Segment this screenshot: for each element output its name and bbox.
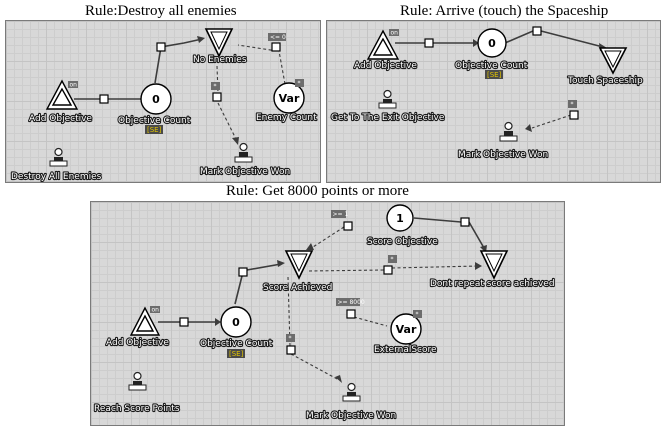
score-achieved-label: Score Achieved <box>263 283 332 293</box>
no-enemies-node[interactable]: No Enemies <box>192 28 248 66</box>
trophy-icon <box>378 89 397 109</box>
panel-3-title: Rule: Get 8000 points or more <box>226 183 409 199</box>
objective-count-badge: [SE] <box>147 126 162 134</box>
objective-count-value: 0 <box>488 37 496 50</box>
add-objective-tag: on <box>70 82 78 89</box>
enemy-count-value: Var <box>279 92 300 105</box>
score-objective-label: Score Objective <box>367 237 438 247</box>
touch-spaceship-node[interactable]: Touch Spaceship <box>566 47 644 87</box>
panel-destroy-all-enemies: on Add Objective 0 Objective Count [SE] … <box>5 20 321 183</box>
mark-objective-won-node[interactable]: Mark Objective Won <box>457 121 549 161</box>
add-objective-label: Add Objective <box>354 61 417 71</box>
objective-name-label: Get To The Exit Objective <box>331 113 445 123</box>
enemy-count-node[interactable]: Var * Enemy Count <box>255 79 318 124</box>
port-square[interactable] <box>271 42 281 52</box>
mark-objective-won-label: Mark Objective Won <box>306 411 396 421</box>
touch-spaceship-port-tag: * <box>571 101 574 108</box>
port-square[interactable] <box>569 110 579 120</box>
score-achieved-port-tag-2: * <box>289 335 292 342</box>
port-square[interactable] <box>238 267 248 277</box>
add-objective-node[interactable]: on Add Objective <box>28 79 94 125</box>
port-square[interactable] <box>532 26 542 36</box>
external-score-node[interactable]: Var * ExternalScore <box>373 310 438 356</box>
mark-objective-won-node[interactable]: Mark Objective Won <box>305 382 397 422</box>
graph-canvas-2: on Add Objective 0 Objective Count [SE] … <box>330 26 644 161</box>
port-square[interactable] <box>99 94 109 104</box>
external-score-condition: >= 8000 <box>338 299 365 306</box>
objective-count-badge: [SE] <box>229 350 244 358</box>
objective-count-value: 0 <box>152 93 160 106</box>
graph-canvas-3: on Add Objective 0 Objective Count [SE] … <box>93 204 556 422</box>
score-achieved-port-tag: * <box>391 256 394 263</box>
port-square[interactable] <box>460 217 470 227</box>
dont-repeat-node[interactable]: Dont repeat score achieved <box>429 250 556 290</box>
touch-spaceship-label: Touch Spaceship <box>567 76 643 86</box>
add-objective-label: Add Objective <box>29 114 92 124</box>
graph-canvas-1: on Add Objective 0 Objective Count [SE] … <box>10 28 318 183</box>
panel-1-title: Rule:Destroy all enemies <box>85 3 237 19</box>
mark-objective-won-label: Mark Objective Won <box>458 150 548 160</box>
score-objective-value: 1 <box>396 212 404 225</box>
panel-get-8000-points: on Add Objective 0 Objective Count [SE] … <box>90 201 565 426</box>
trophy-icon <box>128 371 147 391</box>
port-square[interactable] <box>286 345 296 355</box>
objective-name-node[interactable]: Reach Score Points <box>93 371 181 415</box>
no-enemies-port-tag: * <box>214 83 217 90</box>
trophy-icon <box>49 147 68 167</box>
objective-count-value: 0 <box>232 316 240 329</box>
add-objective-tag: on <box>152 307 160 314</box>
objective-count-badge: [SE] <box>487 71 502 79</box>
score-objective-condition: >= 1 <box>333 211 349 218</box>
mark-objective-won-node[interactable]: Mark Objective Won <box>199 142 291 178</box>
objective-count-label: Objective Count <box>455 61 528 71</box>
no-enemies-label: No Enemies <box>193 55 247 65</box>
score-objective-node[interactable]: 1 Score Objective <box>366 204 439 248</box>
external-score-tag: * <box>416 311 419 318</box>
mark-objective-won-label: Mark Objective Won <box>200 167 290 177</box>
enemy-count-tag: * <box>298 80 301 87</box>
add-objective-node[interactable]: on Add Objective <box>353 29 419 72</box>
port-square[interactable] <box>424 38 434 48</box>
enemy-count-label: Enemy Count <box>256 113 317 123</box>
port-square[interactable] <box>346 309 356 319</box>
external-score-value: Var <box>396 323 417 336</box>
port-square[interactable] <box>212 92 222 102</box>
add-objective-tag: on <box>391 30 399 37</box>
port-square[interactable] <box>179 317 189 327</box>
objective-count-node[interactable]: 0 Objective Count [SE] <box>199 306 274 358</box>
objective-name-node[interactable]: Get To The Exit Objective <box>330 89 446 124</box>
panel-2-title: Rule: Arrive (touch) the Spaceship <box>400 3 609 19</box>
objective-name-node[interactable]: Destroy All Enemies <box>10 147 103 183</box>
score-achieved-node[interactable]: Score Achieved <box>262 250 333 294</box>
objective-count-label: Objective Count <box>118 116 191 126</box>
objective-name-label: Reach Score Points <box>94 404 180 414</box>
add-objective-label: Add Objective <box>106 338 169 348</box>
trophy-icon <box>342 382 361 402</box>
trophy-icon <box>499 121 518 142</box>
port-square[interactable] <box>156 42 166 52</box>
dont-repeat-label: Dont repeat score achieved <box>430 279 555 289</box>
no-enemies-condition: <= 0 <box>270 34 286 41</box>
objective-count-label: Objective Count <box>200 339 273 349</box>
objective-count-node[interactable]: 0 Objective Count [SE] <box>117 83 192 134</box>
trophy-icon <box>234 142 253 163</box>
add-objective-node[interactable]: on Add Objective <box>105 306 171 349</box>
objective-count-node[interactable]: 0 Objective Count [SE] <box>454 28 529 79</box>
panel-touch-spaceship: on Add Objective 0 Objective Count [SE] … <box>326 20 661 183</box>
port-square[interactable] <box>343 221 353 231</box>
port-square[interactable] <box>383 265 393 275</box>
objective-name-label: Destroy All Enemies <box>11 172 102 182</box>
external-score-label: ExternalScore <box>374 345 437 355</box>
